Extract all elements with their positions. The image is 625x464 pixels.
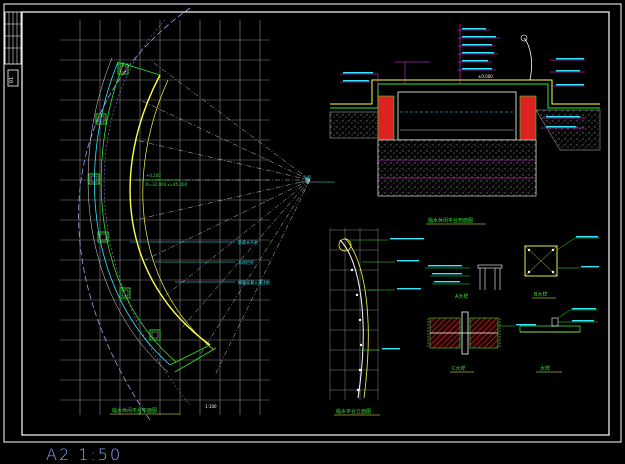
title-strip: 01 xyxy=(4,11,22,87)
deck-edge-green xyxy=(100,61,177,363)
deck-inner-edge xyxy=(142,79,215,351)
outer-dashed-arc xyxy=(78,7,191,421)
pile-markers xyxy=(88,63,161,341)
radial-lines xyxy=(132,59,311,376)
deck-outer-edge xyxy=(129,74,211,346)
detail-a-title: A大样 xyxy=(455,293,468,300)
elevation-profile xyxy=(339,239,364,399)
sheet-number: 01 xyxy=(9,77,15,83)
deck-edge-cyan xyxy=(94,61,171,366)
plan-note-railing: 木质栏杆 xyxy=(238,259,254,265)
plan-note-pile: 钢筋混凝土灌注桩 xyxy=(238,279,270,285)
detail-d-title: 大样 xyxy=(540,365,550,372)
plan-level-mark: +0.200 R=32.000 x=45.000 xyxy=(140,173,188,187)
plan-note-deck: 防腐木平台 xyxy=(238,239,258,245)
scale-caption: A2 1:50 xyxy=(46,445,123,464)
plan-leaders xyxy=(130,181,335,283)
sheet-border xyxy=(3,3,622,443)
detail-a: A大样 xyxy=(425,264,503,300)
plan-radius-text: R=32.000 x=45.000 xyxy=(146,182,188,187)
plan-title: 临水休闲平台平面图 xyxy=(112,407,157,414)
plan-note-water: 水面 xyxy=(303,174,311,180)
detail-b-title: B大样 xyxy=(534,291,547,298)
inner-guide-arc xyxy=(103,19,191,406)
detail-d: 大样 xyxy=(519,308,598,373)
plan-grid xyxy=(60,20,270,415)
elevation-view: 临水平台立面图 xyxy=(329,228,424,416)
plan-scale: 1:100 xyxy=(205,404,217,409)
section-main: ±0.000 临水休闲平台剖面图 xyxy=(329,24,601,225)
section-level-mark: ±0.000 xyxy=(478,74,493,79)
deck-end-lines xyxy=(117,61,217,373)
plan-view: +0.200 R=32.000 x=45.000 防腐木平台 木质栏杆 钢筋混凝… xyxy=(60,7,335,421)
detail-c-title: C大样 xyxy=(452,365,466,372)
detail-c: C大样 xyxy=(427,311,536,373)
detail-b: B大样 xyxy=(524,236,600,299)
section-main-title: 临水休闲平台剖面图 xyxy=(428,217,473,224)
elevation-title: 临水平台立面图 xyxy=(336,408,371,415)
deck-outline-white xyxy=(87,57,169,373)
plan-level-text: +0.200 xyxy=(146,173,161,178)
